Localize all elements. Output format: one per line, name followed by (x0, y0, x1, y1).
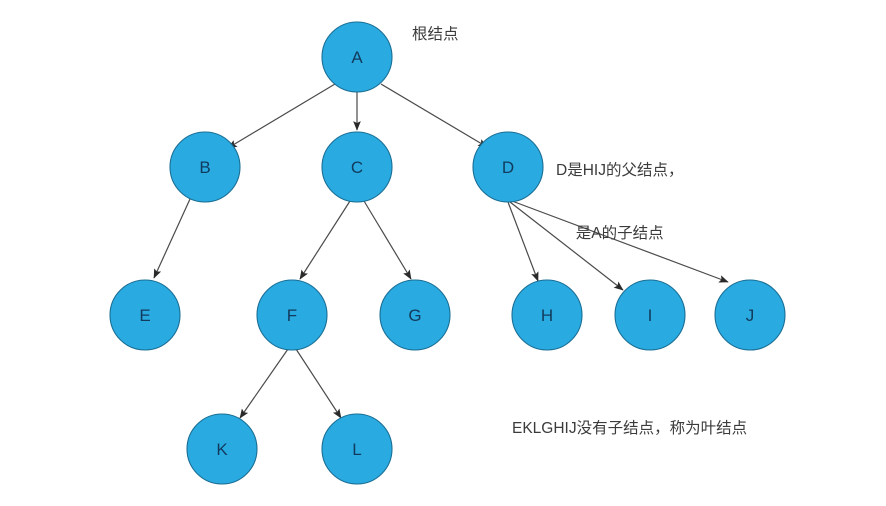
nodes-layer: A B C D E F G H I J K L (109, 21, 786, 485)
tree-node-h[interactable]: H (511, 279, 583, 351)
node-circle-i[interactable] (614, 279, 686, 351)
node-circle-b[interactable] (169, 131, 241, 203)
tree-node-i[interactable]: I (614, 279, 686, 351)
node-circle-k[interactable] (186, 413, 258, 485)
tree-node-j[interactable]: J (714, 279, 786, 351)
node-label-l: L (352, 440, 361, 459)
tree-node-b[interactable]: B (169, 131, 241, 203)
node-label-h: H (541, 306, 553, 325)
tree-node-k[interactable]: K (186, 413, 258, 485)
node-circle-l[interactable] (321, 413, 393, 485)
annotation-parent-child-node: D是HIJ的父结点， 是A的子结点 (556, 118, 683, 286)
annotation-leaf-node: EKLGHIJ没有子结点，称为叶结点 (512, 420, 748, 437)
annotation-parent-line-1: D是HIJ的父结点， (556, 162, 684, 179)
node-label-a: A (351, 48, 363, 67)
tree-node-c[interactable]: C (321, 131, 393, 203)
node-circle-g[interactable] (379, 279, 451, 351)
node-label-k: K (216, 440, 228, 459)
edge-a-to-d (380, 83, 488, 148)
edge-f-to-k (239, 348, 289, 419)
node-label-f: F (287, 306, 297, 325)
edge-c-to-g (363, 200, 412, 280)
node-label-j: J (746, 306, 755, 325)
node-label-g: G (408, 306, 421, 325)
edge-b-to-e (153, 198, 191, 279)
edge-f-to-l (295, 348, 342, 419)
tree-node-a[interactable]: A (321, 21, 393, 93)
edges-layer (153, 83, 729, 419)
node-circle-a[interactable] (321, 21, 393, 93)
node-label-b: B (199, 158, 210, 177)
node-circle-e[interactable] (109, 279, 181, 351)
annotation-parent-line-2: 是A的子结点 (575, 225, 664, 242)
tree-node-l[interactable]: L (321, 413, 393, 485)
node-label-e: E (139, 306, 150, 325)
tree-node-g[interactable]: G (379, 279, 451, 351)
tree-node-d[interactable]: D (472, 131, 544, 203)
node-circle-c[interactable] (321, 131, 393, 203)
node-label-i: I (648, 306, 653, 325)
node-circle-d[interactable] (472, 131, 544, 203)
edge-d-to-h (507, 201, 539, 282)
edge-d-to-j (511, 200, 729, 283)
node-circle-f[interactable] (256, 279, 328, 351)
edge-d-to-i (509, 201, 624, 291)
edge-a-to-b (227, 83, 336, 149)
node-label-c: C (351, 158, 363, 177)
edge-c-to-f (299, 200, 351, 280)
annotation-root-node: 根结点 (412, 26, 459, 43)
node-circle-h[interactable] (511, 279, 583, 351)
tree-node-f[interactable]: F (256, 279, 328, 351)
node-circle-j[interactable] (714, 279, 786, 351)
tree-node-e[interactable]: E (109, 279, 181, 351)
node-label-d: D (502, 158, 514, 177)
